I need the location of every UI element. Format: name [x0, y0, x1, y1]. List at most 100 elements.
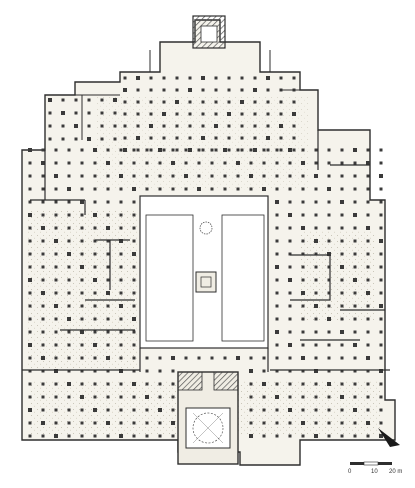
pillar [353, 200, 357, 204]
pillar [340, 200, 344, 204]
pillar [275, 291, 279, 295]
pillar [123, 148, 127, 152]
pillar [327, 265, 331, 269]
pillar [41, 369, 45, 373]
pillar [54, 434, 58, 438]
pillar [132, 395, 136, 399]
pillar [288, 317, 292, 321]
pillar [80, 330, 84, 334]
pillar [119, 304, 123, 308]
pillar [262, 161, 266, 165]
pillar [249, 434, 253, 438]
pillar [314, 265, 318, 269]
pillar [106, 408, 110, 412]
pillar [74, 137, 78, 141]
pillar [340, 278, 344, 282]
pillar [113, 124, 117, 128]
pillar [288, 304, 292, 308]
pillar [201, 76, 205, 80]
pillar [249, 421, 253, 425]
pillar [201, 88, 205, 92]
pillar [327, 200, 331, 204]
pillar [366, 200, 370, 204]
pillar [93, 161, 97, 165]
pillar [301, 369, 305, 373]
pillar [292, 100, 296, 104]
pillar [119, 265, 123, 269]
pillar [379, 434, 383, 438]
pillar [223, 161, 227, 165]
pillar [162, 136, 166, 140]
pillar [61, 137, 65, 141]
pillar [80, 265, 84, 269]
pillar [366, 421, 370, 425]
pillar [379, 174, 383, 178]
pillar [54, 252, 58, 256]
pillar [366, 226, 370, 230]
pillar [227, 148, 231, 152]
pillar [366, 317, 370, 321]
pillar [119, 395, 123, 399]
pillar [80, 187, 84, 191]
pillar [301, 161, 305, 165]
pillar [288, 278, 292, 282]
pillar [93, 330, 97, 334]
pillar [314, 356, 318, 360]
pillar [340, 252, 344, 256]
pillar [301, 187, 305, 191]
pillar [275, 395, 279, 399]
pillar [236, 356, 240, 360]
pillar [327, 239, 331, 243]
pillar [158, 187, 162, 191]
pillar [41, 148, 45, 152]
pillar [379, 408, 383, 412]
pillar [93, 278, 97, 282]
pillar [340, 408, 344, 412]
pillar [275, 239, 279, 243]
pillar [275, 317, 279, 321]
pillar [223, 174, 227, 178]
pillar [93, 265, 97, 269]
pillar [132, 304, 136, 308]
pillar [236, 161, 240, 165]
pillar [288, 382, 292, 386]
pillar [249, 395, 253, 399]
pillar [149, 112, 153, 116]
pillar [54, 161, 58, 165]
pillar [93, 369, 97, 373]
pillar [353, 187, 357, 191]
pillar [262, 408, 266, 412]
pillar [314, 148, 318, 152]
pillar [366, 369, 370, 373]
pillar [327, 291, 331, 295]
pillar [266, 136, 270, 140]
pillar [327, 226, 331, 230]
pillar [162, 124, 166, 128]
pillar [253, 148, 257, 152]
pillar [28, 395, 32, 399]
pillar [227, 76, 231, 80]
pillar [149, 88, 153, 92]
pillar [41, 239, 45, 243]
pillar [54, 304, 58, 308]
pillar [119, 408, 123, 412]
pillar [223, 187, 227, 191]
mihrab-niche [200, 25, 218, 43]
pillar [149, 76, 153, 80]
pillar [288, 421, 292, 425]
pillar [227, 100, 231, 104]
pillar [145, 369, 149, 373]
pillar [171, 395, 175, 399]
pillar [379, 278, 383, 282]
pillar [253, 76, 257, 80]
pillar [288, 200, 292, 204]
pillar [201, 136, 205, 140]
scale-label-start: 0 [348, 469, 352, 475]
pillar [253, 112, 257, 116]
pillar [67, 330, 71, 334]
pillar [301, 317, 305, 321]
pillar [80, 200, 84, 204]
pillar [314, 187, 318, 191]
pillar [54, 291, 58, 295]
pillar [54, 213, 58, 217]
